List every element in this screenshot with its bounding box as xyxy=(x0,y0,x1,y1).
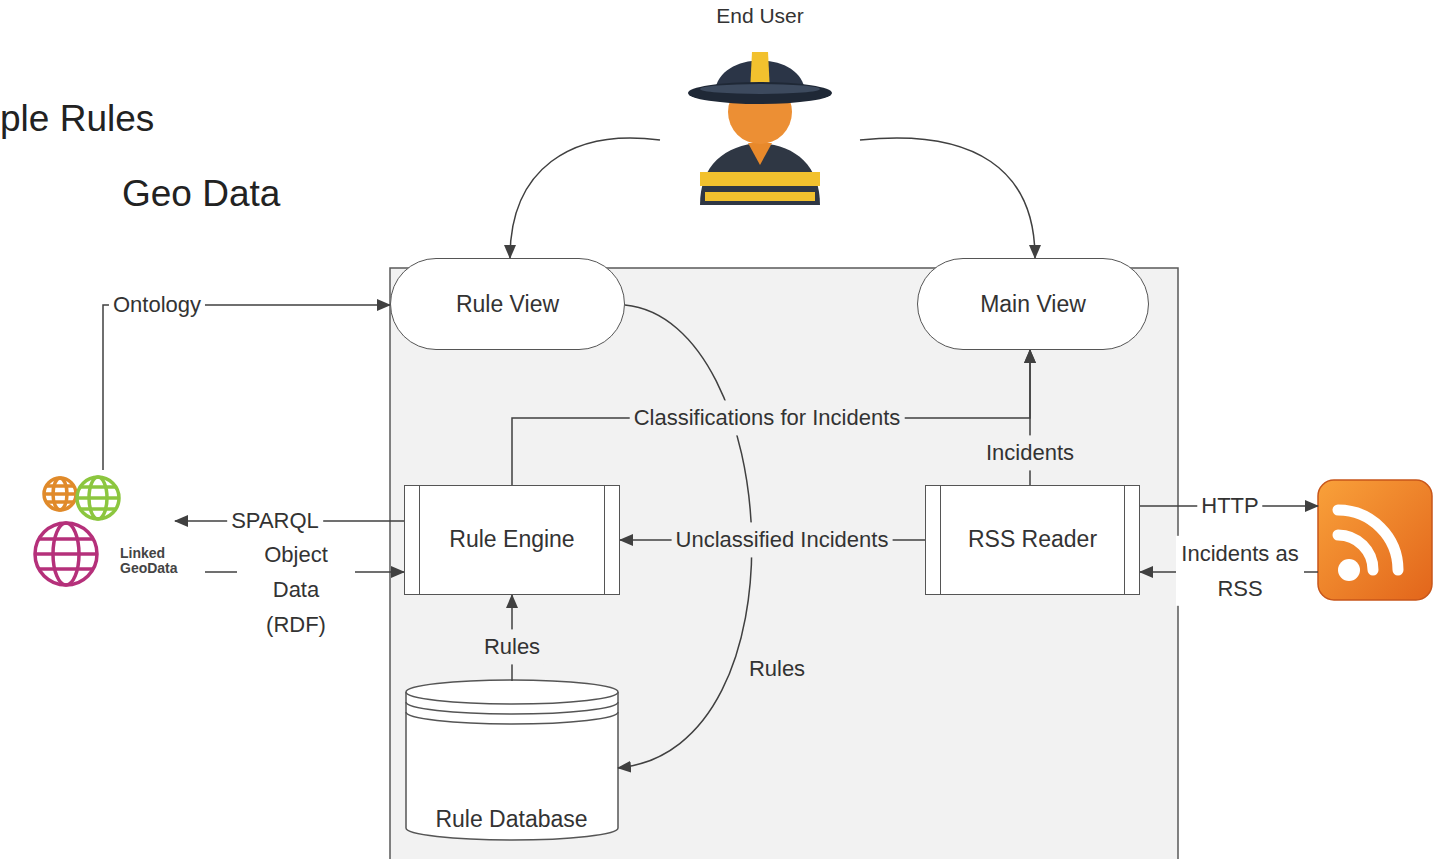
data-source: Linked GeoData xyxy=(38,470,208,605)
rss-icon xyxy=(1318,480,1432,600)
feed-icon xyxy=(1318,480,1432,600)
edge-label: HTTP xyxy=(1197,488,1262,523)
edge-label: Classifications for Incidents xyxy=(630,400,905,435)
process-bar xyxy=(940,486,941,594)
process-bar xyxy=(1124,486,1125,594)
node-label: Linked GeoData xyxy=(120,546,190,577)
slide-text: Geo Data xyxy=(122,173,280,215)
edge-label: Unclassified Incidents xyxy=(672,522,893,557)
edge-label: Object Data (RDF) xyxy=(237,537,355,643)
view-box: Rule View xyxy=(390,258,625,350)
connector xyxy=(103,305,390,470)
database-box: Rule Database xyxy=(405,678,618,840)
node-label: Rule Engine xyxy=(449,524,574,555)
edge-label: Incidents as RSS xyxy=(1176,536,1304,606)
connector xyxy=(512,350,1030,485)
process-bar xyxy=(419,486,420,594)
process-box: Rule Engine xyxy=(404,485,620,595)
connector xyxy=(510,138,660,258)
edge-label: Incidents xyxy=(982,435,1078,470)
process-bar xyxy=(604,486,605,594)
view-box: Main View xyxy=(917,258,1149,350)
node-label: Rule Database xyxy=(435,803,587,836)
system-boundary xyxy=(390,268,1178,859)
node-label: Main View xyxy=(980,291,1086,318)
process-box: RSS Reader xyxy=(925,485,1140,595)
edge-label: Rules xyxy=(480,629,544,664)
edge-label: Ontology xyxy=(109,287,205,322)
user-figure xyxy=(688,52,832,205)
node-label: Rule View xyxy=(456,291,559,318)
node-label: RSS Reader xyxy=(968,524,1097,555)
edge-label: SPARQL xyxy=(227,503,323,538)
connector xyxy=(860,138,1035,258)
user-actor: End User xyxy=(660,4,860,210)
linkedgeodata-logo xyxy=(35,477,119,585)
edge-label: Rules xyxy=(745,651,809,686)
database-cylinder xyxy=(406,680,618,840)
slide-text: ple Rules xyxy=(0,98,154,140)
node-label: End User xyxy=(660,4,860,28)
